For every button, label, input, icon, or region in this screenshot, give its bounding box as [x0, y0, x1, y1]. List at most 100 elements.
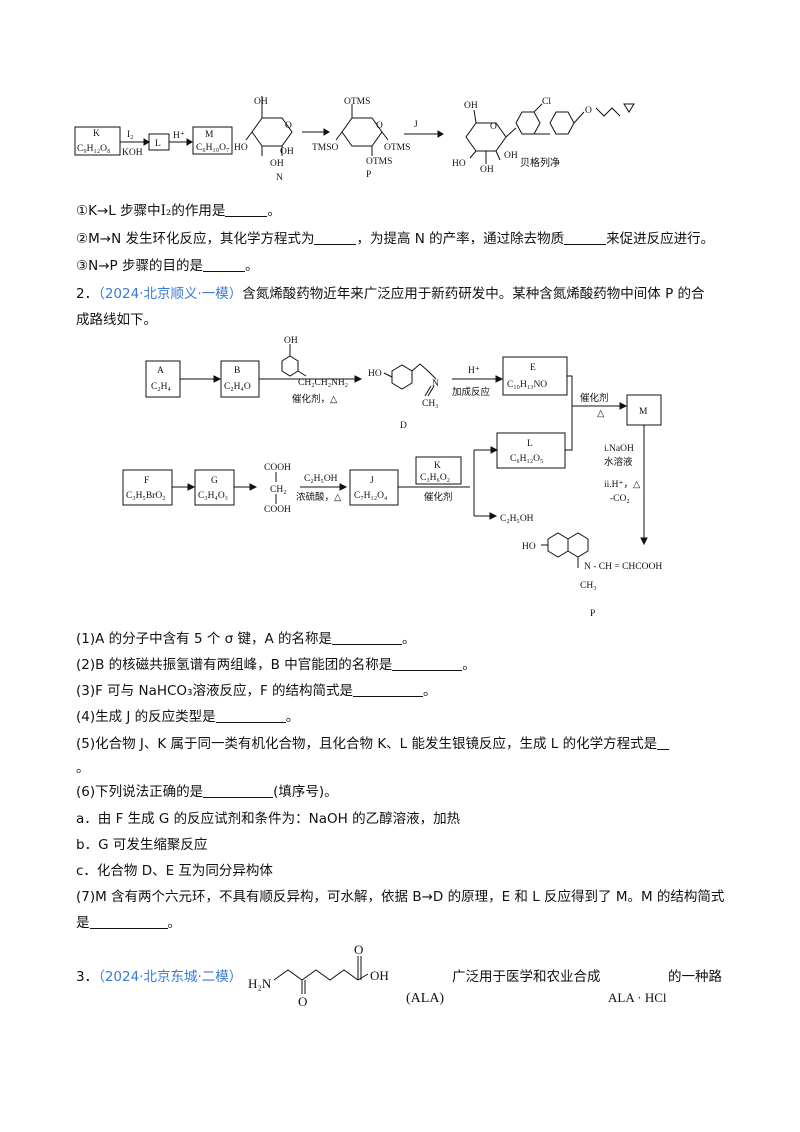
N-label: N	[276, 173, 283, 183]
H-plus-2: H⁺	[468, 366, 480, 376]
L-formula: C₆H₁₂O₅	[510, 454, 543, 464]
step-i: i.NaOH	[604, 444, 634, 454]
E-label: E	[530, 363, 536, 373]
q2-option-b: b．G 可发生缩聚反应	[76, 837, 208, 853]
M-formula: C₆H₁₀O₇	[196, 143, 229, 153]
M-label: M	[639, 407, 648, 417]
P-chain: N - CH = CHCOOH	[584, 562, 662, 572]
q3-text-b: 的一种路	[668, 969, 722, 985]
ala-O-acid: O	[354, 942, 363, 957]
q2-sub-4-text: (4)生成 J 的反应类型是	[76, 709, 216, 725]
A-formula: C₂H₄	[151, 382, 171, 392]
q2-option-a: a．由 F 生成 G 的反应试剂和条件为：NaOH 的乙醇溶液，加热	[76, 811, 461, 827]
benzene-1	[515, 111, 541, 135]
q3-number: 3．	[76, 969, 99, 985]
E-formula: C₁₀H₁₃NO	[507, 380, 547, 390]
P-O: O	[376, 121, 383, 131]
scheme-2-diagram: A C₂H₄ B C₂H₄O OH CH₂CH₂NH₂ 催化剂，△ HO N C…	[122, 336, 662, 619]
q3-source: （2024·北京东城·二模）	[98, 969, 243, 985]
answer-blank	[332, 630, 402, 645]
q2-option-c: c．化合物 D、E 互为同分异构体	[76, 863, 273, 879]
box-K	[415, 456, 462, 485]
J-label: J	[414, 120, 418, 130]
q2-header-line2: 成路线如下。	[76, 312, 157, 328]
q2-header-line1: 2．（2024·北京顺义·一模）含氮烯酸药物近年来广泛应用于新药研发中。某种含氮…	[76, 284, 705, 304]
D-label: D	[400, 421, 407, 431]
q2-sub-7-text: 是	[76, 915, 90, 931]
L-label: L	[155, 139, 161, 149]
q2-sub-1: (1)A 的分子中含有 5 个 σ 键，A 的名称是。	[76, 629, 416, 649]
ala-structure: H₂N O O OH (ALA)	[248, 942, 444, 1009]
P-OTMS-top: OTMS	[344, 97, 370, 107]
B-label: B	[234, 366, 240, 376]
A-label: A	[157, 366, 164, 376]
P-OTMS-bottom: OTMS	[366, 157, 392, 167]
q1-item-2-id: ②	[76, 231, 89, 247]
reagent-OH: OH	[284, 336, 298, 346]
q2-sub-4-tail: 。	[285, 709, 300, 725]
N-O: O	[285, 121, 292, 131]
q1-item-1-text: K→L 步骤中	[88, 203, 161, 219]
answer-blank	[392, 656, 463, 671]
q2-sub-3-text: (3)F 可与 NaHCO₃溶液反应，F 的结构简式是	[76, 683, 354, 699]
answer-blank	[314, 230, 357, 245]
q2-sub-3: (3)F 可与 NaHCO₃溶液反应，F 的结构简式是 。	[76, 681, 437, 701]
malonic-ch2: CH₂	[270, 485, 287, 495]
step-ii: ii.H⁺，△	[604, 480, 641, 490]
answer-blank	[89, 914, 168, 929]
scheme-1-diagram: K C₉H₁₂O₈ I₂ KOH L H⁺ M C₆H₁₀O₇ OH O HO …	[74, 96, 635, 183]
prod-Cl: Cl	[542, 97, 551, 107]
q3-ala-hcl: ALA · HCl	[608, 990, 667, 1005]
prod-O: O	[490, 122, 497, 132]
catalyst-2: 催化剂	[580, 392, 609, 404]
byproduct-ethanol: C₂H₅OH	[500, 514, 534, 524]
malonic-cooh-1: COOH	[264, 463, 291, 473]
ala-H2N: H₂N	[248, 976, 272, 991]
answer-blank	[202, 257, 245, 272]
q2-sub-2: (2)B 的核磁共振氢谱有两组峰，B 中官能团的名称是。	[76, 655, 476, 675]
q2-sub-5-text: (5)化合物 J、K 属于同一类有机化合物，且化合物 K、L 能发生银镜反应，生…	[76, 736, 658, 752]
H-plus: H⁺	[173, 131, 185, 141]
B-formula: C₂H₄O	[224, 382, 251, 392]
reagent-benzene	[281, 355, 299, 377]
cyclopropane	[623, 103, 635, 113]
prod-OH-bottom: OH	[480, 165, 494, 175]
P-HO: HO	[522, 542, 536, 552]
P-OTMS-right: OTMS	[384, 143, 410, 153]
q1-item-2-text-mid: ，为提高 N 的产率，通过除去物质	[356, 231, 565, 247]
q2-sub-3-tail: 。	[423, 683, 437, 699]
q1-item-2-tail: 来促进反应进行。	[606, 231, 715, 247]
q2-sub-6-tail: (填序号)。	[273, 784, 338, 800]
P-ring	[567, 532, 589, 558]
prod-OH-top: OH	[464, 101, 478, 111]
F-formula: C₃H₅BrO₂	[126, 491, 166, 501]
J-label: J	[370, 476, 374, 486]
answer-blank	[225, 202, 268, 217]
ala-label: (ALA)	[406, 991, 444, 1006]
reagent-I2: I₂	[127, 130, 133, 140]
q2-sub-2-tail: 。	[462, 657, 476, 673]
q2-sub-1-text: (1)A 的分子中含有 5 个 σ 键，A 的名称是	[76, 631, 332, 647]
K-formula: C₃H₆O₂	[420, 473, 450, 483]
q1-item-3-text: N→P 步骤的目的是	[88, 258, 203, 274]
ala-OH: OH	[370, 968, 389, 983]
q1-item-2-text: M→N 发生环化反应，其化学方程式为	[88, 231, 315, 247]
N-OH-right: OH	[280, 147, 294, 157]
K-label: K	[434, 461, 441, 471]
prod-O-ether: O	[585, 106, 592, 116]
box-M	[192, 126, 233, 155]
heat-2: △	[597, 409, 605, 419]
M-label: M	[205, 130, 214, 140]
acid-condition: 浓硫酸，△	[296, 491, 342, 503]
q1-item-1-text-b: 的作用是	[171, 203, 226, 219]
L-label: L	[527, 439, 533, 449]
prod-OH-right: OH	[504, 151, 518, 161]
step-ii-2: -CO₂	[610, 494, 630, 504]
prod-HO: HO	[452, 159, 466, 169]
J-formula: C₇H₁₂O₄	[354, 491, 387, 501]
K-formula: C₉H₁₂O₈	[77, 144, 110, 154]
q1-item-3: ③N→P 步骤的目的是。	[76, 256, 258, 276]
ring-product	[465, 122, 507, 152]
P-methyl: CH₃	[580, 581, 597, 591]
answer-blank	[564, 230, 607, 245]
